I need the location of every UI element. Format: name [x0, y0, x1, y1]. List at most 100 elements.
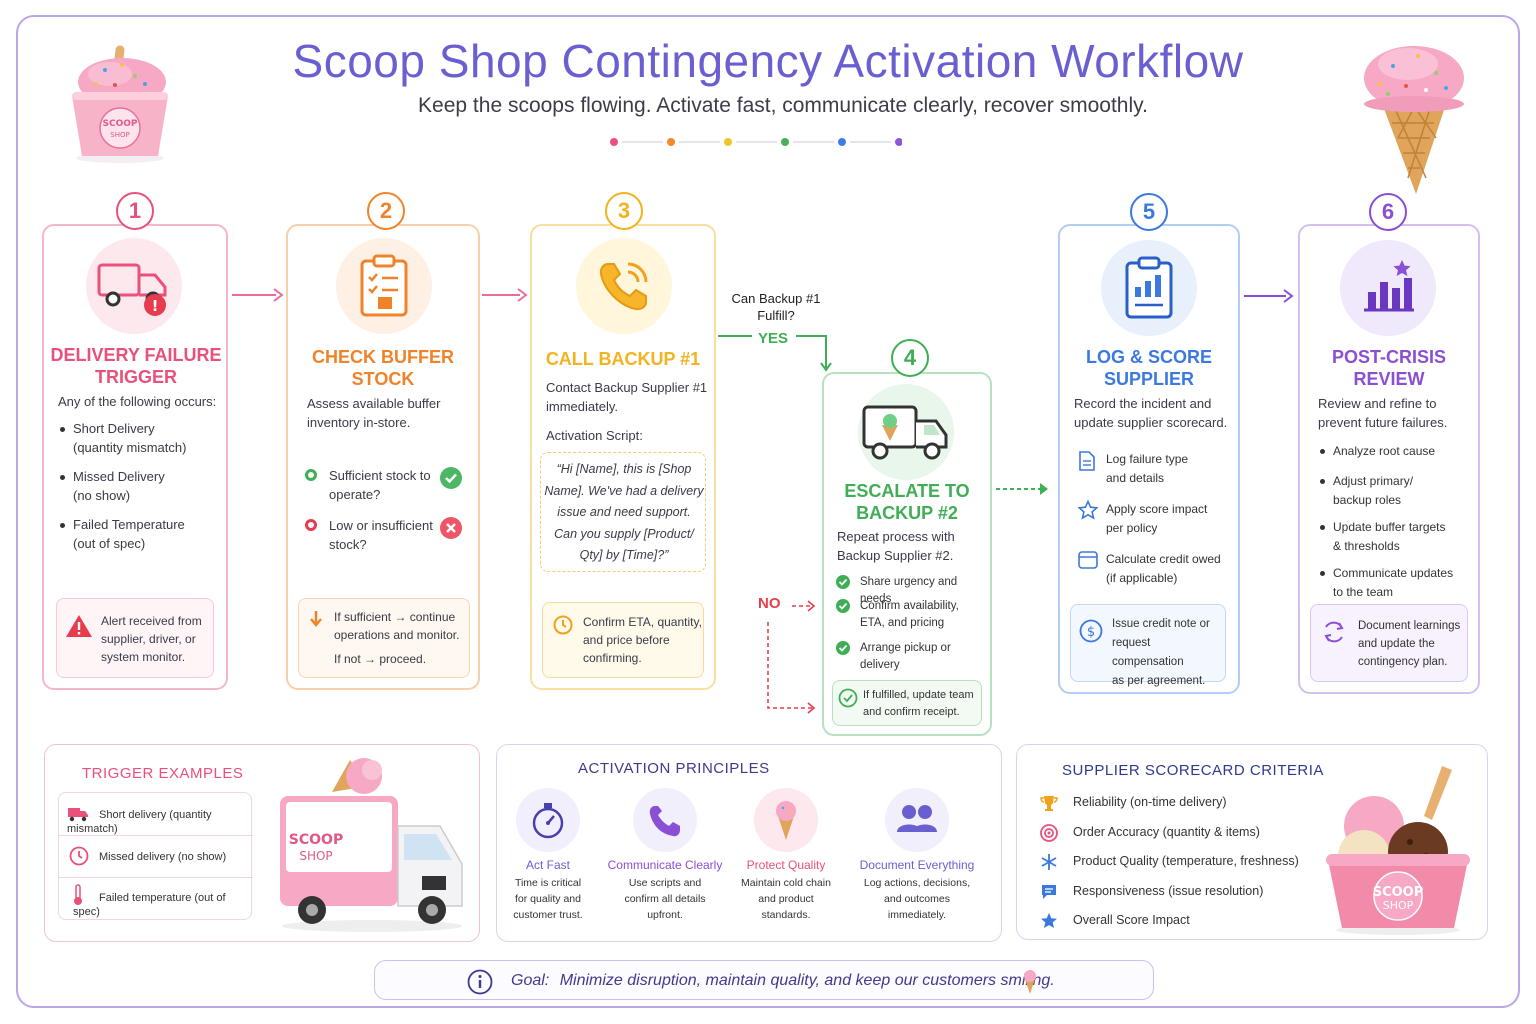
script-line: Qty] by [Time]?”	[579, 548, 669, 562]
check-icon	[836, 641, 850, 655]
star-icon	[1041, 913, 1057, 928]
step6-bullet: Analyze root cause	[1320, 442, 1472, 472]
people-icon	[885, 788, 949, 852]
step4-desc: Backup Supplier #2.	[837, 548, 954, 563]
color-dot	[781, 138, 789, 146]
note-line: and update the	[1358, 638, 1435, 650]
step5-note-box: $ Issue credit note or request compensat…	[1070, 604, 1226, 687]
step3-desc: Contact Backup Supplier #1	[546, 380, 708, 395]
page-title: Scoop Shop Contingency Activation Workfl…	[292, 35, 1244, 87]
phone-call-icon	[576, 238, 672, 334]
step1-alert-box: Alert received from supplier, driver, or…	[56, 598, 214, 678]
note-line: If not → proceed.	[334, 652, 427, 666]
ice-cream-truck-illustration: SCOOP SHOP	[280, 758, 463, 932]
scorecard-item: Product Quality (temperature, freshness)	[1040, 854, 1299, 884]
step6-bullet: Update buffer targets& thresholds	[1320, 518, 1472, 564]
step5-desc: update supplier scorecard.	[1074, 415, 1228, 430]
alert-line: system monitor.	[101, 650, 186, 664]
star-outline-icon	[1078, 500, 1098, 520]
stopwatch-icon	[516, 788, 580, 852]
clock-icon	[69, 846, 89, 866]
step2-note-box: If sufficient → continue operations and …	[298, 598, 470, 678]
step6-title-line1: POST-CRISIS	[1331, 347, 1447, 367]
no-arrow	[767, 600, 816, 714]
step5-title-line1: LOG & SCORE	[1085, 347, 1212, 367]
trigger-example-item: Missed delivery (no show)	[69, 846, 226, 866]
x-circle-icon	[440, 517, 462, 539]
step1-title-line2: TRIGGER	[94, 367, 177, 387]
thermometer-icon	[74, 884, 82, 905]
note-line: contingency plan.	[1358, 656, 1448, 668]
svg-text:SCOOP: SCOOP	[1373, 885, 1424, 900]
step6-bullet: Adjust primary/backup roles	[1320, 472, 1472, 518]
step6-desc: Review and refine to	[1318, 396, 1437, 411]
arrow-step5-to-step6	[1244, 289, 1294, 303]
step4-note-box: If fulfilled, update team and confirm re…	[832, 680, 982, 726]
alert-line: Alert received from	[101, 614, 202, 628]
step5-item: Calculate credit owed(if applicable)	[1078, 550, 1228, 600]
arrow-step2-to-step3	[482, 288, 528, 302]
decision-no-label: NO	[758, 595, 781, 612]
step6-number: 6	[1369, 193, 1407, 231]
truck-icon	[68, 808, 88, 822]
note-line: as per agreement.	[1112, 675, 1206, 687]
snowflake-icon	[1041, 854, 1057, 870]
trigger-examples-title: TRIGGER EXAMPLES	[82, 765, 244, 782]
target-icon	[1040, 823, 1058, 842]
svg-text:SHOP: SHOP	[299, 849, 332, 863]
script-label: Activation Script:	[546, 428, 643, 443]
svg-text:SCOOP: SCOOP	[289, 832, 343, 848]
note-line: operations and monitor.	[334, 628, 460, 642]
trigger-example-item: Short delivery (quantity mismatch)	[67, 807, 251, 835]
check-circle-outline-icon	[838, 688, 858, 708]
step3-desc: immediately.	[546, 399, 619, 414]
script-line: Can you supply [Product/	[554, 526, 694, 541]
alert-line: supplier, driver, or	[101, 632, 196, 646]
scorecard-item: Overall Score Impact	[1040, 913, 1299, 943]
note-line: Document learnings	[1358, 620, 1461, 632]
svg-text:SHOP: SHOP	[1383, 899, 1414, 912]
principle-name: Protect Quality	[746, 858, 826, 872]
ice-cream-cup-illustration: SCOOP SHOP	[72, 45, 168, 163]
step1-bullet: Missed Delivery(no show)	[60, 467, 165, 505]
page-frame	[16, 15, 1520, 1008]
note-line: and price before	[583, 633, 670, 647]
ice-cream-cone-illustration	[1364, 46, 1464, 194]
trigger-example-item: Failed temperature (out of spec)	[73, 884, 251, 918]
step4-number: 4	[891, 339, 929, 377]
step1-intro: Any of the following occurs:	[58, 394, 217, 409]
color-dot	[610, 138, 618, 146]
trophy-icon	[1040, 796, 1058, 811]
script-line: issue and need support.	[557, 505, 691, 519]
arrow-down-icon	[310, 611, 322, 627]
refresh-icon	[1324, 621, 1344, 643]
arrow-step4-to-step5	[996, 483, 1048, 495]
step2-desc: Assess available buffer	[307, 396, 441, 411]
svg-text:SCOOP: SCOOP	[103, 119, 138, 129]
activation-script-box: “Hi [Name], this is [Shop Name]. We've h…	[540, 452, 706, 572]
step4-desc: Repeat process with	[837, 529, 955, 544]
principle-name: Communicate Clearly	[607, 858, 723, 872]
note-line: confirming.	[583, 651, 642, 665]
note-line: Issue credit note or	[1112, 618, 1210, 630]
clipboard-checklist-icon	[336, 238, 432, 334]
step1-bullet: Short Delivery(quantity mismatch)	[60, 419, 186, 457]
note-line: request compensation	[1112, 637, 1184, 668]
dollar-circle-icon: $	[1079, 619, 1103, 643]
principle-name: Document Everything	[859, 858, 975, 872]
clock-icon	[553, 615, 573, 635]
arrow-step1-to-step2	[232, 288, 284, 302]
info-icon	[467, 969, 493, 995]
check-circle-icon	[440, 467, 462, 489]
